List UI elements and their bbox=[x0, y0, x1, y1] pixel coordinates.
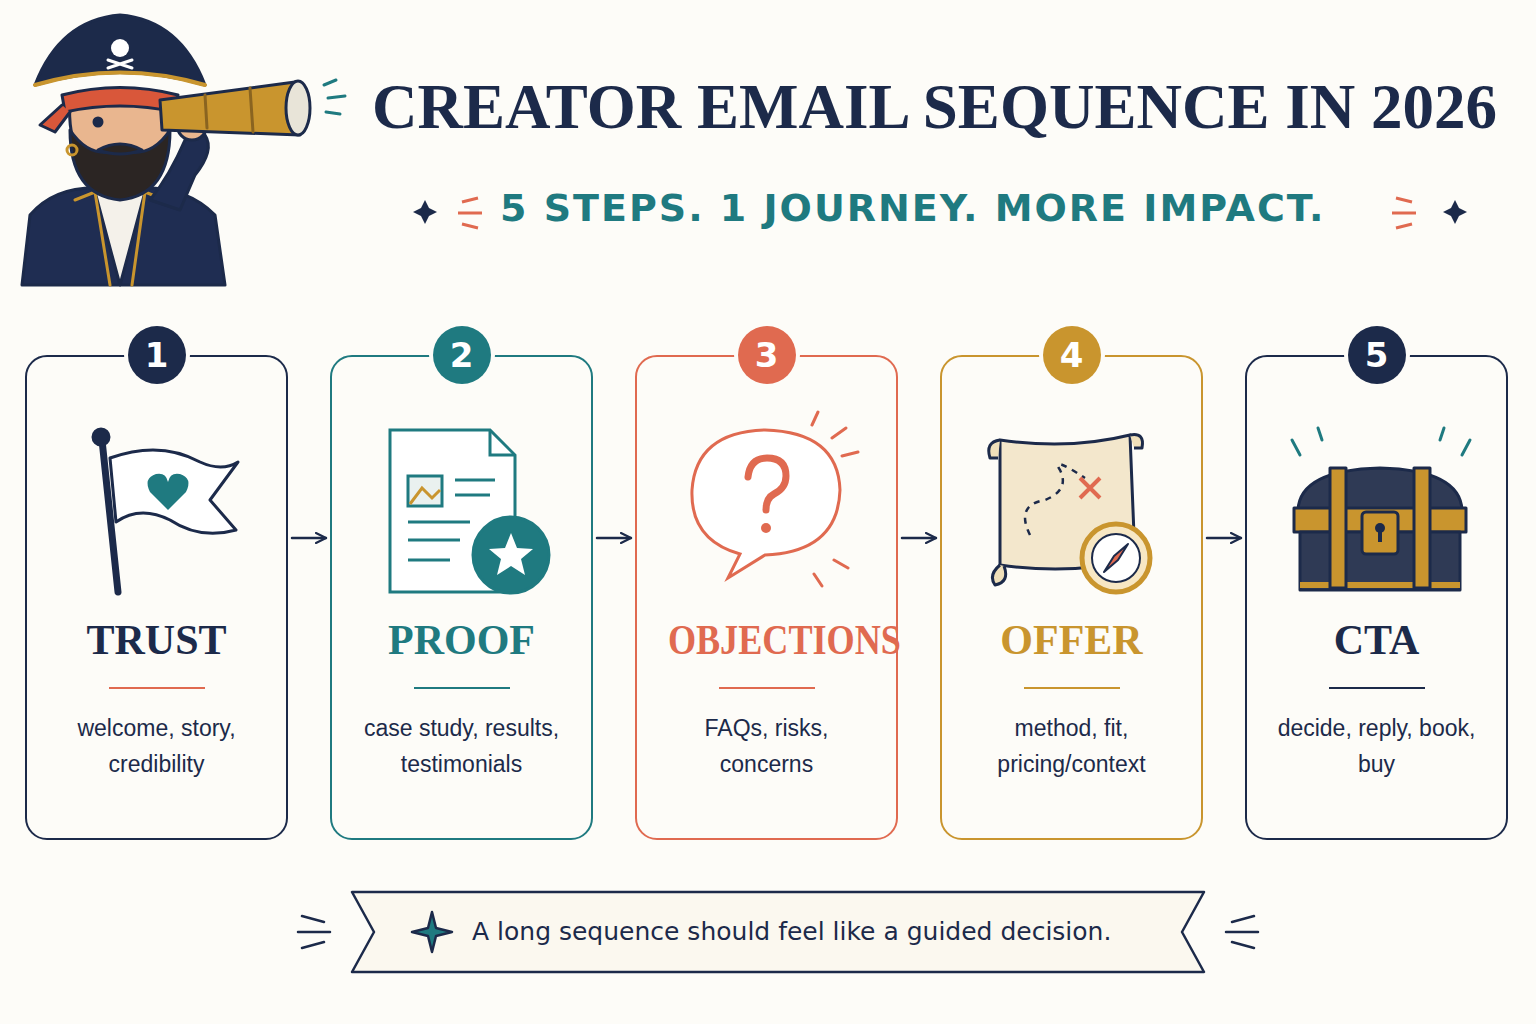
step-heading: PROOF bbox=[388, 619, 535, 661]
step-number: 2 bbox=[450, 338, 474, 372]
step-card: 4OFFERmethod, fit, pricing/context bbox=[940, 355, 1203, 840]
document-icon bbox=[390, 430, 549, 593]
step-card: 3OBJECTIONSFAQs, risks, concerns bbox=[635, 355, 898, 840]
flow-arrow bbox=[292, 537, 326, 540]
step-description: method, fit, pricing/context bbox=[969, 711, 1174, 782]
heading-rule bbox=[414, 687, 510, 689]
step-card: 5CTAdecide, reply, book, buy bbox=[1245, 355, 1508, 840]
caption-ribbon bbox=[298, 892, 1258, 972]
heading-rule bbox=[1329, 687, 1425, 689]
flag-icon bbox=[93, 429, 238, 592]
caption: A long sequence should feel like a guide… bbox=[472, 917, 1111, 946]
flow-arrow bbox=[902, 537, 936, 540]
step-number: 4 bbox=[1060, 338, 1084, 372]
step-badge: 1 bbox=[128, 326, 186, 384]
step-number: 1 bbox=[145, 338, 169, 372]
step-badge: 4 bbox=[1043, 326, 1101, 384]
step-heading: TRUST bbox=[86, 619, 226, 661]
step-heading: CTA bbox=[1334, 619, 1420, 661]
subtitle: 5 STEPS. 1 JOURNEY. MORE IMPACT. bbox=[500, 186, 1325, 230]
heading-rule bbox=[109, 687, 205, 689]
step-heading: OFFER bbox=[1000, 619, 1142, 661]
heading-rule bbox=[1024, 687, 1120, 689]
step-number: 5 bbox=[1365, 338, 1389, 372]
heading-wrap: OFFER bbox=[954, 619, 1189, 661]
step-card: 2PROOFcase study, results, testimonials bbox=[330, 355, 593, 840]
step-card: 1TRUSTwelcome, story, credibility bbox=[25, 355, 288, 840]
heading-wrap: PROOF bbox=[344, 619, 579, 661]
step-description: decide, reply, book, buy bbox=[1274, 711, 1479, 782]
heading-wrap: CTA bbox=[1259, 619, 1494, 661]
flow-arrow bbox=[1207, 537, 1241, 540]
step-badge: 5 bbox=[1348, 326, 1406, 384]
title: CREATOR EMAIL SEQUENCE IN 2026 bbox=[372, 70, 1497, 144]
step-description: case study, results, testimonials bbox=[359, 711, 564, 782]
question-bubble-icon bbox=[692, 412, 858, 586]
heading-wrap: TRUST bbox=[39, 619, 274, 661]
step-description: FAQs, risks, concerns bbox=[664, 711, 869, 782]
heading-wrap: OBJECTIONS bbox=[649, 619, 884, 661]
map-icon bbox=[989, 435, 1150, 592]
step-number: 3 bbox=[755, 338, 779, 372]
step-badge: 2 bbox=[433, 326, 491, 384]
flow-arrow bbox=[597, 537, 631, 540]
step-heading: OBJECTIONS bbox=[668, 619, 901, 661]
pirate-illustration bbox=[22, 15, 345, 285]
step-description: welcome, story, credibility bbox=[54, 711, 259, 782]
step-badge: 3 bbox=[738, 326, 796, 384]
treasure-chest-icon bbox=[1292, 428, 1470, 590]
heading-rule bbox=[719, 687, 815, 689]
